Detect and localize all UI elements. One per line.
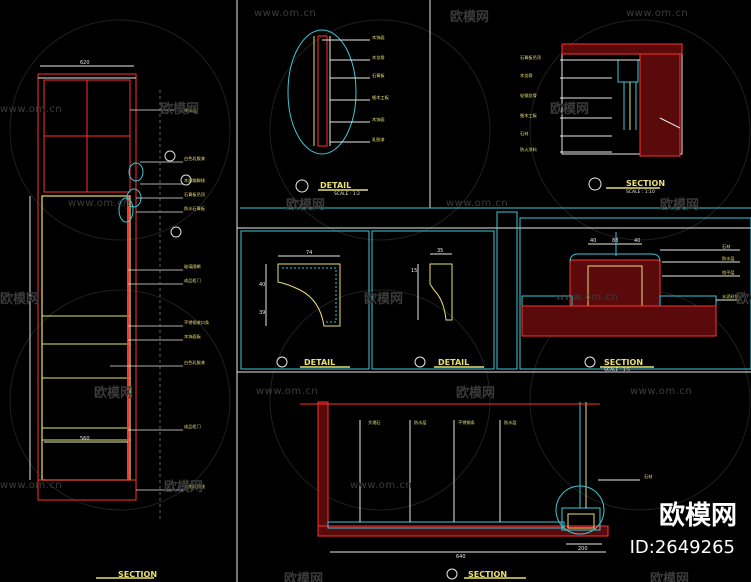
dim-profile1-c: 39 [259,310,265,316]
left-label-2: 木质踢脚线 [184,177,206,184]
left-label-6: 成品柜门 [184,277,201,284]
dim-mid-c: 40 [634,238,640,244]
watermark-logo: 欧模网 [286,198,326,213]
profile-detail-2 [414,253,453,368]
dim-bottom-right: 200 [578,546,588,552]
bottom-label-1: 防水层 [414,419,427,426]
mid-right-section [521,232,740,368]
left-label-1: 白色乳胶漆 [184,155,205,162]
oval-label-4: 木饰面 [372,116,385,123]
dim-profile2-a: 35 [437,248,443,254]
oval-label-0: 木饰面 [372,34,385,41]
watermark-logo-large: 欧模网 [658,501,737,531]
title-detail-2: DETAIL [438,358,469,367]
left-leader-lines [110,90,183,520]
dim-bottom: 640 [456,554,466,560]
watermark-id: ID:2649265 [629,537,735,558]
left-label-8: 木饰面板 [184,333,202,340]
title-section-mid-right: SECTION [604,358,643,367]
oval-label-3: 细木工板 [372,94,390,101]
watermark-url: www.om.cn [626,8,689,19]
dim-left-mid: 560 [80,436,90,442]
dim-left-top: 620 [80,60,90,66]
dim-mid-a: 40 [590,238,596,244]
title-section-top-right: SECTION [626,179,665,188]
watermark-logo: 欧模网 [164,480,204,495]
top-right-label-5: 防火涂料 [520,146,538,153]
title-detail-1: DETAIL [304,358,335,367]
watermark-logo: 欧模网 [456,386,496,401]
watermark-url: www.om.cn [446,198,509,209]
bottom-label-0: 大理石 [368,419,381,426]
dim-profile1-b: 40 [259,282,265,288]
top-right-label-3: 细木工板 [520,112,538,119]
mid-right-label-2: 找平层 [722,269,735,276]
left-label-4: 防水石膏板 [184,205,206,212]
top-right-label-0: 石膏板吊顶 [520,54,542,61]
bottom-section [300,401,640,580]
bottom-label-4: 石材 [644,473,652,480]
title-section-bottom: SECTION [468,570,507,579]
title-section-left: SECTION [118,570,157,579]
left-section-cabinet [29,65,192,501]
oval-label-5: 乳胶漆 [372,136,385,143]
dim-profile1-a: 74 [306,250,312,256]
watermark-url: www.om.cn [256,386,319,397]
dim-profile2-b: 15 [411,268,417,274]
watermark-logo: 欧模网 [0,292,40,307]
watermark-logo: 欧模网 [450,10,490,25]
watermark-url: www.om.cn [254,8,317,19]
watermark-logo: 欧模网 [364,292,404,307]
profile-detail-1 [265,255,341,368]
watermark-logo: 欧模网 [94,386,134,401]
top-right-label-1: 木龙骨 [520,72,533,79]
oval-label-2: 石膏板 [372,72,385,79]
left-label-3: 石膏板吊顶 [184,191,206,198]
bottom-label-2: 不锈钢条 [458,419,476,426]
watermark-url: www.om.cn [68,198,131,209]
panel-borders [236,0,751,582]
title-detail-oval: DETAIL [320,181,351,190]
watermark-url: www.om.cn [350,480,413,491]
top-right-section [560,43,683,191]
top-right-label-4: 石材 [520,130,528,137]
mid-right-label-1: 防水层 [722,255,735,262]
scale-oval: SCALE : 1:2 [334,191,360,197]
oval-detail [287,29,370,193]
watermark-url: www.om.cn [630,386,693,397]
scale-top-right: SCALE : 1:10 [626,189,655,195]
mid-right-label-0: 石材 [722,243,730,250]
left-label-7: 不锈钢收口条 [184,319,210,326]
dim-mid-b: 88 [612,238,618,244]
left-label-11: 实木踢脚线 [184,483,206,490]
watermark-logo: 欧模网 [284,572,324,582]
left-label-9: 白色乳胶漆 [184,359,205,366]
mid-right-label-3: 水泥砂浆 [722,293,740,300]
watermark-logo: 欧模网 [160,102,200,117]
top-right-label-2: 轻钢龙骨 [520,92,537,99]
panel-borders-cyan [240,207,751,370]
watermark-logo: 欧模网 [650,572,690,582]
watermark-url: www.om.cn [0,104,63,115]
oval-label-1: 木龙骨 [372,54,385,61]
left-label-10: 成品柜门 [184,423,201,430]
watermark-logo: 欧模网 [660,198,700,213]
watermark-url: www.om.cn [556,292,619,303]
bottom-label-3: 防水层 [504,419,517,426]
watermark-logo: 欧模网 [550,102,590,117]
watermark-url: www.om.cn [0,480,63,491]
scale-mid-right: SCALE : 1:5 [604,367,630,373]
watermark-logo: 欧模网 [736,292,751,307]
left-label-5: 玻璃隔断 [184,263,202,270]
left-label-0: 木饰面 [184,107,197,114]
watermark-rings [9,19,751,511]
title-bars [96,187,660,579]
